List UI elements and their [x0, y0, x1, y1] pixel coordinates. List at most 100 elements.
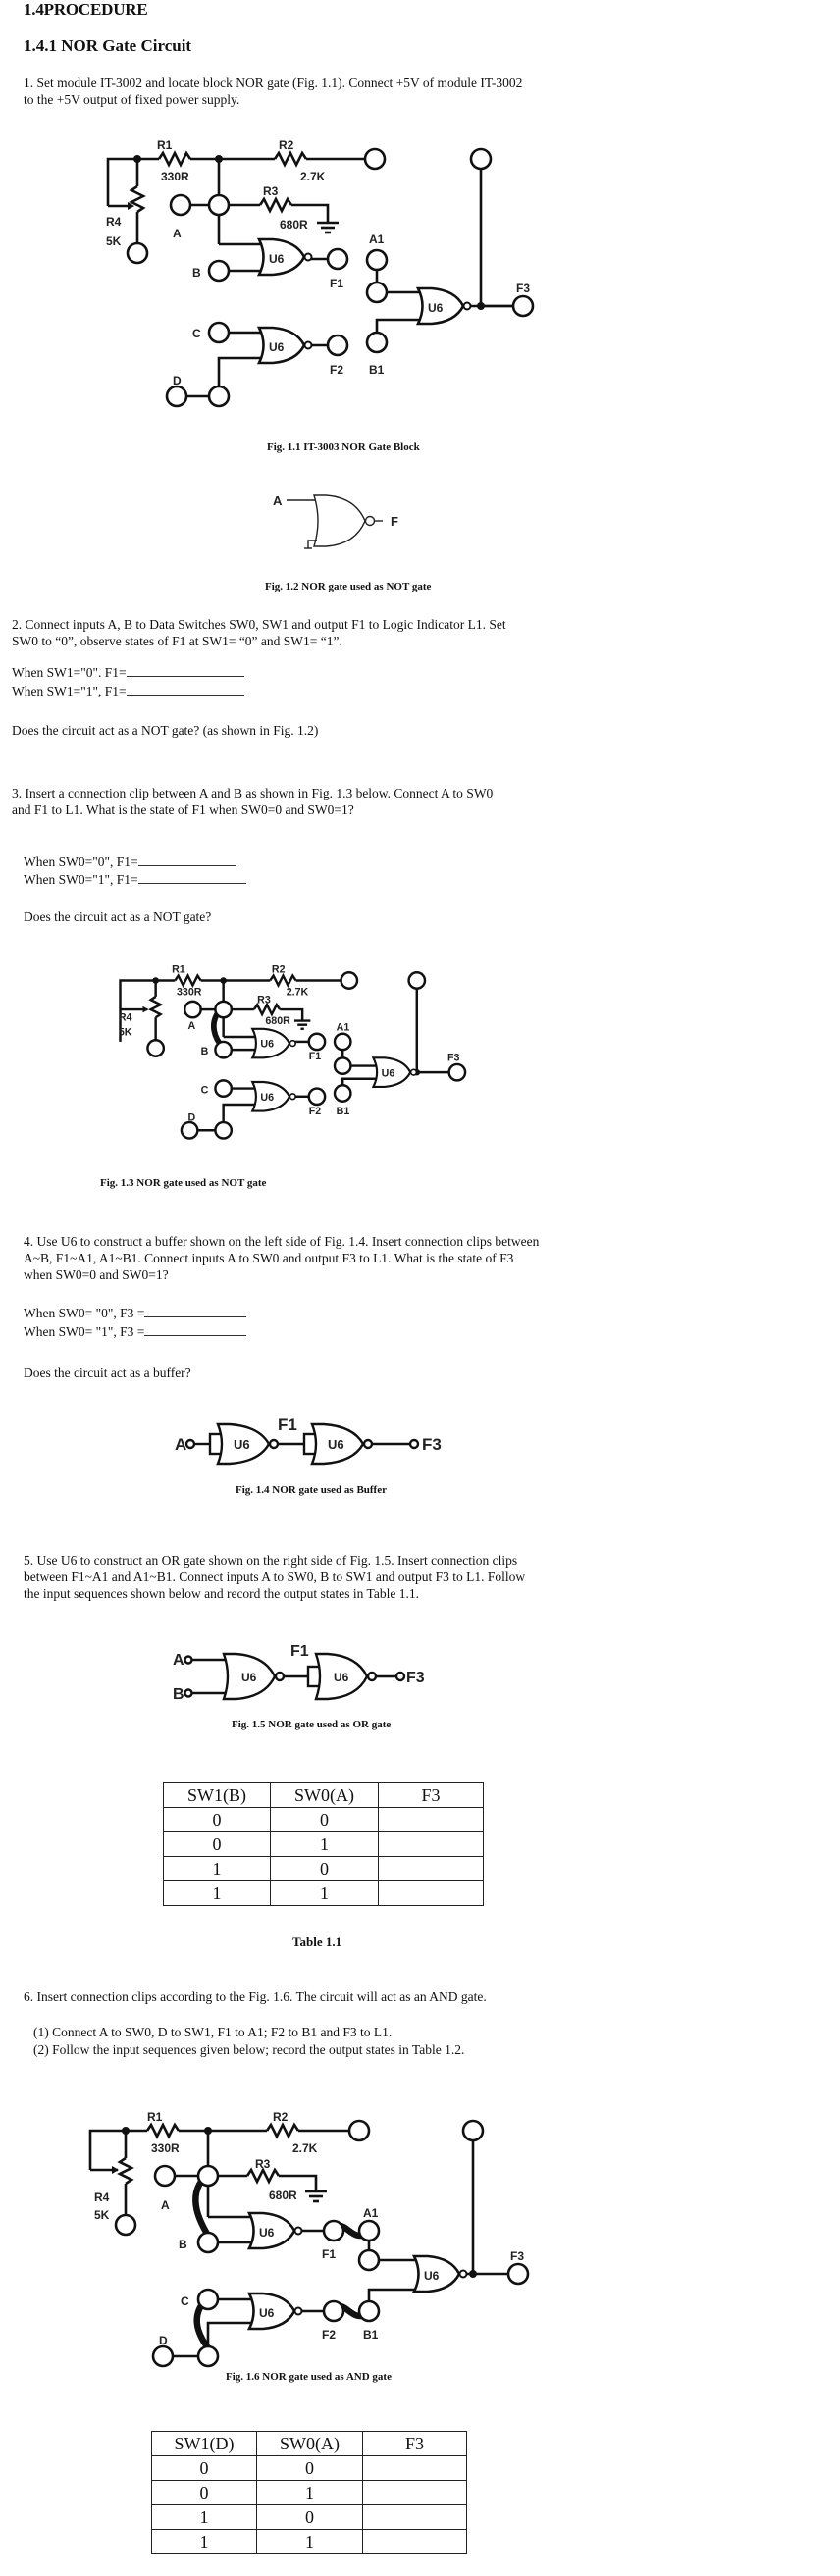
- terminal: [363, 147, 387, 171]
- label-f3: F3: [516, 282, 530, 295]
- label-f1: F1: [330, 277, 343, 290]
- text-line: when SW0=0 and SW0=1?: [24, 1267, 169, 1282]
- label-f1: F1: [309, 1051, 322, 1062]
- text-line: A~B, F1~A1, A1~B1. Connect inputs A to S…: [24, 1251, 514, 1265]
- table-row: 1 0: [151, 2504, 467, 2530]
- table-1-1-caption: Table 1.1: [292, 1934, 342, 1949]
- label-r1: R1: [147, 2110, 163, 2124]
- label-c: C: [201, 1085, 209, 1097]
- question-label: When SW0= "1", F3 =: [24, 1324, 145, 1339]
- fig1-1-circuit-diagram: R1 330R R2 2.7K R3 680R R4 5K A B C D F1…: [106, 138, 535, 408]
- subsection-heading: 1.4.1 NOR Gate Circuit: [24, 36, 192, 55]
- label-input-b: B: [173, 1686, 184, 1703]
- answer-blank[interactable]: [137, 871, 246, 884]
- answer-blank[interactable]: [126, 683, 244, 696]
- label-a: A: [173, 227, 182, 240]
- label-r1-value: 330R: [177, 986, 202, 998]
- answer-blank[interactable]: [137, 853, 236, 866]
- fig1-2-caption: Fig. 1.2 NOR gate used as NOT gate: [265, 581, 432, 592]
- label-gate-u6: U6: [428, 301, 444, 315]
- step3-answer-2: When SW0="1", F1=: [24, 871, 246, 888]
- step4-question: Does the circuit act as a buffer?: [24, 1365, 191, 1380]
- text-line: to the +5V output of fixed power supply.: [24, 92, 240, 107]
- label-r4: R4: [106, 215, 122, 229]
- label-r3-value: 680R: [280, 218, 308, 232]
- label-input-a: A: [175, 1435, 186, 1454]
- label-gate-u6: U6: [334, 1671, 349, 1684]
- label-d: D: [159, 2334, 168, 2347]
- fig1-5-or-gate-diagram: A B F1 F3 U6 U6: [173, 1643, 425, 1703]
- text-line: 2. Connect inputs A, B to Data Switches …: [12, 617, 506, 632]
- label-gate-u6: U6: [241, 1671, 257, 1684]
- text-line: 1. Set module IT-3002 and locate block N…: [24, 76, 523, 90]
- label-gate-u6: U6: [260, 1039, 274, 1051]
- step5-text: 5. Use U6 to construct an OR gate shown …: [24, 1552, 525, 1602]
- question-label: When SW0="1", F1=: [24, 872, 138, 887]
- table-1-1: SW1(B) SW0(A) F3 0 0 0 1 1 0 1 1: [163, 1782, 484, 1906]
- label-f3: F3: [447, 1053, 460, 1064]
- text-line: 4. Use U6 to construct a buffer shown on…: [24, 1234, 540, 1249]
- label-output-f: F: [391, 514, 398, 529]
- cell-f3[interactable]: [362, 2529, 467, 2554]
- table-row: 1 1: [151, 2529, 467, 2554]
- label-gate-u6: U6: [382, 1067, 395, 1079]
- table-1-2: SW1(D) SW0(A) F3 0 0 0 1 1 0 1 1: [151, 2431, 467, 2554]
- label-b: B: [192, 266, 201, 280]
- label-f1: F1: [278, 1416, 297, 1434]
- label-r2: R2: [273, 2110, 289, 2124]
- cell-sw1: 0: [163, 1807, 271, 1832]
- table-row: 0 0: [151, 2455, 467, 2481]
- answer-blank[interactable]: [126, 664, 244, 677]
- table-row: 0 1: [163, 1831, 484, 1857]
- text-line: 5. Use U6 to construct an OR gate shown …: [24, 1553, 518, 1568]
- label-b1: B1: [369, 363, 385, 377]
- label-input-a: A: [173, 1652, 184, 1669]
- cell-f3[interactable]: [362, 2455, 467, 2481]
- label-r4-value: 5K: [119, 1026, 132, 1038]
- label-f2: F2: [330, 363, 343, 377]
- cell-sw0: 0: [256, 2455, 363, 2481]
- answer-blank[interactable]: [144, 1323, 247, 1336]
- step6-text: 6. Insert connection clips according to …: [24, 1989, 487, 2004]
- cell-f3[interactable]: [378, 1831, 484, 1857]
- cell-sw1: 0: [151, 2455, 257, 2481]
- cell-sw0: 0: [270, 1856, 379, 1881]
- cell-f3[interactable]: [378, 1856, 484, 1881]
- label-a: A: [188, 1020, 196, 1032]
- label-gate-u6: U6: [260, 1092, 274, 1104]
- cell-sw1: 1: [163, 1856, 271, 1881]
- cell-f3[interactable]: [378, 1807, 484, 1832]
- cell-f3[interactable]: [362, 2480, 467, 2505]
- label-r3-value: 680R: [265, 1015, 290, 1027]
- fig1-3-circuit-diagram: R1 330R R2 2.7K R3 680R R4 5K A B C D F1…: [119, 963, 467, 1140]
- label-r1: R1: [172, 963, 185, 975]
- column-header: SW1(D): [151, 2431, 257, 2456]
- cell-sw1: 0: [163, 1831, 271, 1857]
- fig1-3-caption: Fig. 1.3 NOR gate used as NOT gate: [100, 1177, 267, 1189]
- cell-sw0: 0: [270, 1807, 379, 1832]
- label-a: A: [161, 2198, 170, 2212]
- cell-f3[interactable]: [378, 1880, 484, 1906]
- label-b: B: [201, 1046, 209, 1057]
- label-gate-u6: U6: [234, 1437, 250, 1452]
- cell-f3[interactable]: [362, 2504, 467, 2530]
- step6-substep-2: (2) Follow the input sequences given bel…: [33, 2042, 465, 2057]
- label-r2-value: 2.7K: [287, 986, 309, 998]
- label-gate-u6: U6: [259, 2226, 275, 2240]
- fig1-4-buffer-diagram: A F1 F3 U6 U6: [175, 1416, 442, 1466]
- label-r2: R2: [272, 963, 286, 975]
- table-row: 1 0: [163, 1856, 484, 1881]
- label-r1-value: 330R: [161, 170, 189, 183]
- text-line: SW0 to “0”, observe states of F1 at SW1=…: [12, 634, 342, 648]
- fig1-4-caption: Fig. 1.4 NOR gate used as Buffer: [236, 1484, 387, 1496]
- cell-sw0: 1: [256, 2529, 363, 2554]
- step2-text: 2. Connect inputs A, B to Data Switches …: [12, 616, 506, 649]
- label-gate-u6: U6: [424, 2269, 440, 2283]
- step3-text: 3. Insert a connection clip between A an…: [12, 785, 493, 818]
- cell-sw1: 0: [151, 2480, 257, 2505]
- answer-blank[interactable]: [144, 1305, 247, 1317]
- label-r4: R4: [94, 2190, 110, 2204]
- cell-sw0: 1: [270, 1880, 379, 1906]
- step2-question: Does the circuit act as a NOT gate? (as …: [12, 723, 319, 738]
- fig1-2-not-gate-diagram: A F: [273, 493, 398, 549]
